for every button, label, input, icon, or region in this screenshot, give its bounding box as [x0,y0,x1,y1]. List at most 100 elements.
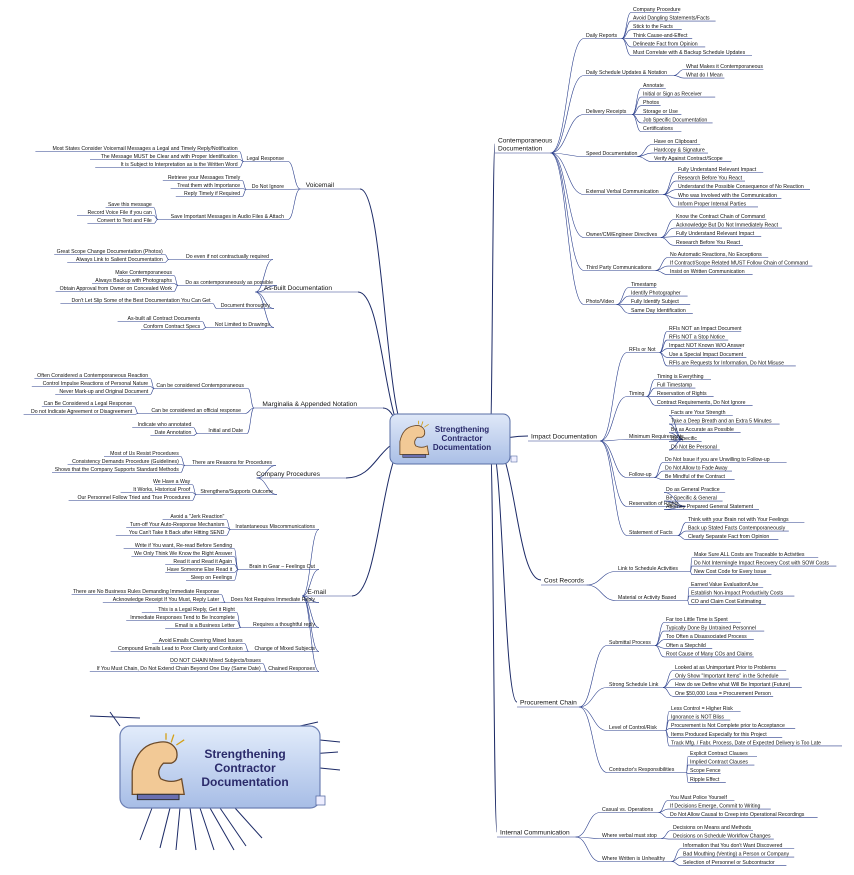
leaf-label[interactable]: Delineate Fact from Opinion [633,41,698,47]
leaf-label[interactable]: Conform Contract Specs [143,324,200,330]
leaf-label[interactable]: Ignorance is NOT Bliss [671,715,724,721]
leaf-label[interactable]: Compound Emails Lead to Poor Clarity and… [118,646,243,652]
leaf-label[interactable]: Have Someone Else Read it [167,567,233,573]
leaf-label[interactable]: Root Cause of Many COs and Claims [666,651,753,657]
leaf-label[interactable]: Shows that the Company Supports Standard… [55,467,179,473]
leaf-label[interactable]: Decisions on Schedule Workflow Changes [673,834,771,840]
leaf-label[interactable]: One $50,000 Loss = Procurement Person [675,691,771,697]
leaf-label[interactable]: Verify Against Contract/Scope [654,156,723,162]
leaf-label[interactable]: Read it and Read it Again [173,559,232,565]
subtopic-label[interactable]: Strong Schedule Link [609,682,659,688]
leaf-label[interactable]: Who was Involved with the Communication [678,193,777,199]
leaf-label[interactable]: How do we Define what Will Be Important … [675,682,791,688]
leaf-label[interactable]: You Can't Take It Back after Hitting SEN… [129,530,225,536]
leaf-label[interactable]: Items Produced Especially for this Proje… [671,732,767,738]
leaf-label[interactable]: Use a Special Impact Document [669,352,744,358]
central-topic[interactable]: Strengthening Contractor Documentation [389,413,511,465]
leaf-label[interactable]: CO and Claim Cost Estimating [691,599,761,605]
leaf-label[interactable]: Reply Timely if Required [184,191,240,197]
leaf-label[interactable]: DO NOT CHAIN Mixed Subjects/Issues [170,658,261,664]
left-topic-label[interactable]: Marginalia & Appended Notation [262,401,357,408]
leaf-label[interactable]: Avoid Emails Covering Mixed Issues [159,638,243,644]
leaf-label[interactable]: Establish Non-Impact Productivity Costs [691,591,784,597]
leaf-label[interactable]: New Cost Code for Every Issue [694,569,766,575]
subtopic-label[interactable]: Do as contemporaneously as possible [185,280,273,286]
leaf-label[interactable]: Information that You don't Want Discover… [683,843,783,849]
leaf-label[interactable]: Do Not Allow Causal to Creep into Operat… [670,812,805,818]
leaf-label[interactable]: Think with your Brain not with Your Feel… [688,517,789,523]
leaf-label[interactable]: Often a Stepchild [666,643,706,649]
leaf-label[interactable]: Do Not Be Personal [671,444,717,450]
leaf-label[interactable]: Attorney Prepared General Statement [666,504,754,510]
leaf-label[interactable]: Research Before You React [678,176,743,182]
leaf-label[interactable]: Far too Little Time is Spent [666,617,728,623]
leaf-label[interactable]: Too Often a Disassociated Process [666,634,747,640]
leaf-label[interactable]: Date Annotation [154,430,191,436]
leaf-label[interactable]: Avoid Dangling Statements/Facts [633,16,710,22]
leaf-label[interactable]: Always Backup with Photographs [95,278,172,284]
leaf-label[interactable]: Convert to Text and File [97,218,152,224]
leaf-label[interactable]: Most States Consider Voicemail Messages … [52,146,237,152]
subtopic-label[interactable]: Contractor's Responsibilities [609,767,675,773]
leaf-label[interactable]: RFIs are Requests for Information, Do No… [669,360,784,366]
leaf-label[interactable]: Be Specific [671,436,697,442]
leaf-label[interactable]: Make Contemporaneous [115,270,172,276]
right-topic-1-label[interactable]: Impact Documentation [531,434,597,441]
leaf-label[interactable]: Acknowledge Receipt If You Must, Reply L… [113,597,220,603]
leaf-label[interactable]: Looked at as Unimportant Prior to Proble… [675,665,776,671]
leaf-label[interactable]: Great Scope Change Documentation (Photos… [57,249,163,255]
subtopic-label[interactable]: Change of Mixed Subjects [254,646,315,652]
leaf-label[interactable]: Clearly Separate Fact from Opinion [688,534,769,540]
leaf-label[interactable]: Photos [643,100,660,106]
leaf-label[interactable]: Fully Understand Relevant Impact [678,167,757,173]
leaf-label[interactable]: Often Considered a Contemporaneous React… [37,373,148,379]
leaf-label[interactable]: Fully Identify Subject [631,299,679,305]
leaf-label[interactable]: What Makes it Contemporaneous [686,64,763,70]
leaf-label[interactable]: Initial or Sign as Receiver [643,92,702,98]
leaf-label[interactable]: It is Subject to Interpretation as is th… [121,162,238,168]
subtopic-label[interactable]: Daily Reports [586,33,618,39]
thumbnail-topic[interactable]: Strengthening Contractor Documentation [119,725,321,809]
leaf-label[interactable]: Control Impulse Reactions of Personal Na… [43,381,149,387]
leaf-label[interactable]: There are No Business Rules Demanding Im… [73,589,219,595]
leaf-label[interactable]: Do Not Allow to Fade Away [665,466,728,472]
leaf-label[interactable]: Must Correlate with & Backup Schedule Up… [633,50,746,56]
subtopic-label[interactable]: Strengthens/Supports Outcome [200,489,273,495]
right-topic-4-label[interactable]: Internal Communication [500,830,570,837]
subtopic-label[interactable]: Instantaneous Miscommunications [235,524,315,530]
subtopic-label[interactable]: Requires a thoughtful reply [253,622,315,628]
subtopic-label[interactable]: Save Important Messages in Audio Files &… [171,214,284,220]
subtopic-label[interactable]: Do even if not contractually required [186,254,269,260]
leaf-label[interactable]: Make Sure ALL Costs are Traceable to Act… [694,552,805,558]
subtopic-label[interactable]: Submittal Process [609,640,651,646]
leaf-label[interactable]: If Decisions Emerge, Commit to Writing [670,804,761,810]
leaf-label[interactable]: Our Personnel Follow Tried and True Proc… [77,495,190,501]
leaf-label[interactable]: Stick to the Facts [633,24,673,30]
leaf-label[interactable]: If You Must Chain, Do Not Extend Chain B… [97,666,261,672]
subtopic-label[interactable]: Can be considered Contemporaneous [156,383,244,389]
leaf-label[interactable]: Obtain Approval from Owner on Concealed … [60,286,173,292]
subtopic-label[interactable]: Chained Responses [268,666,315,672]
leaf-label[interactable]: RFIs NOT an Impact Document [669,326,742,332]
leaf-label[interactable]: You Must Police Yourself [670,795,727,801]
leaf-label[interactable]: This is a Legal Reply, Get it Right [158,607,235,613]
left-topic-label[interactable]: Voicemail [306,182,335,189]
leaf-label[interactable]: No Automatic Reactions, No Exceptions [670,252,762,258]
leaf-label[interactable]: Full Timestamp [657,383,692,389]
leaf-label[interactable]: Impact NOT Known W/O Answer [669,343,745,349]
subtopic-label[interactable]: Can be considered an official response [151,408,241,414]
leaf-label[interactable]: Be as Accurate as Possible [671,427,734,433]
leaf-label[interactable]: Scope Fence [690,768,721,774]
subtopic-label[interactable]: Does Not Requires Immediate Reply [231,597,316,603]
leaf-label[interactable]: Fully Understand Relevant Impact [676,231,755,237]
subtopic-label[interactable]: Initial and Date [208,428,243,434]
thumbnail-note-icon[interactable] [315,795,326,806]
leaf-label[interactable]: Immediate Responses Tend to Be Incomplet… [130,615,235,621]
leaf-label[interactable]: As-built all Contract Documents [128,316,201,322]
leaf-label[interactable]: Less Control = Higher Risk [671,706,733,712]
subtopic-label[interactable]: Casual vs. Operations [602,807,653,813]
subtopic-label[interactable]: Do Not Ignore [252,184,284,190]
left-topic-label[interactable]: Company Procedures [256,471,320,478]
right-topic-2-label[interactable]: Cost Records [544,578,585,585]
subtopic-label[interactable]: Level of Control/Risk [609,725,657,731]
